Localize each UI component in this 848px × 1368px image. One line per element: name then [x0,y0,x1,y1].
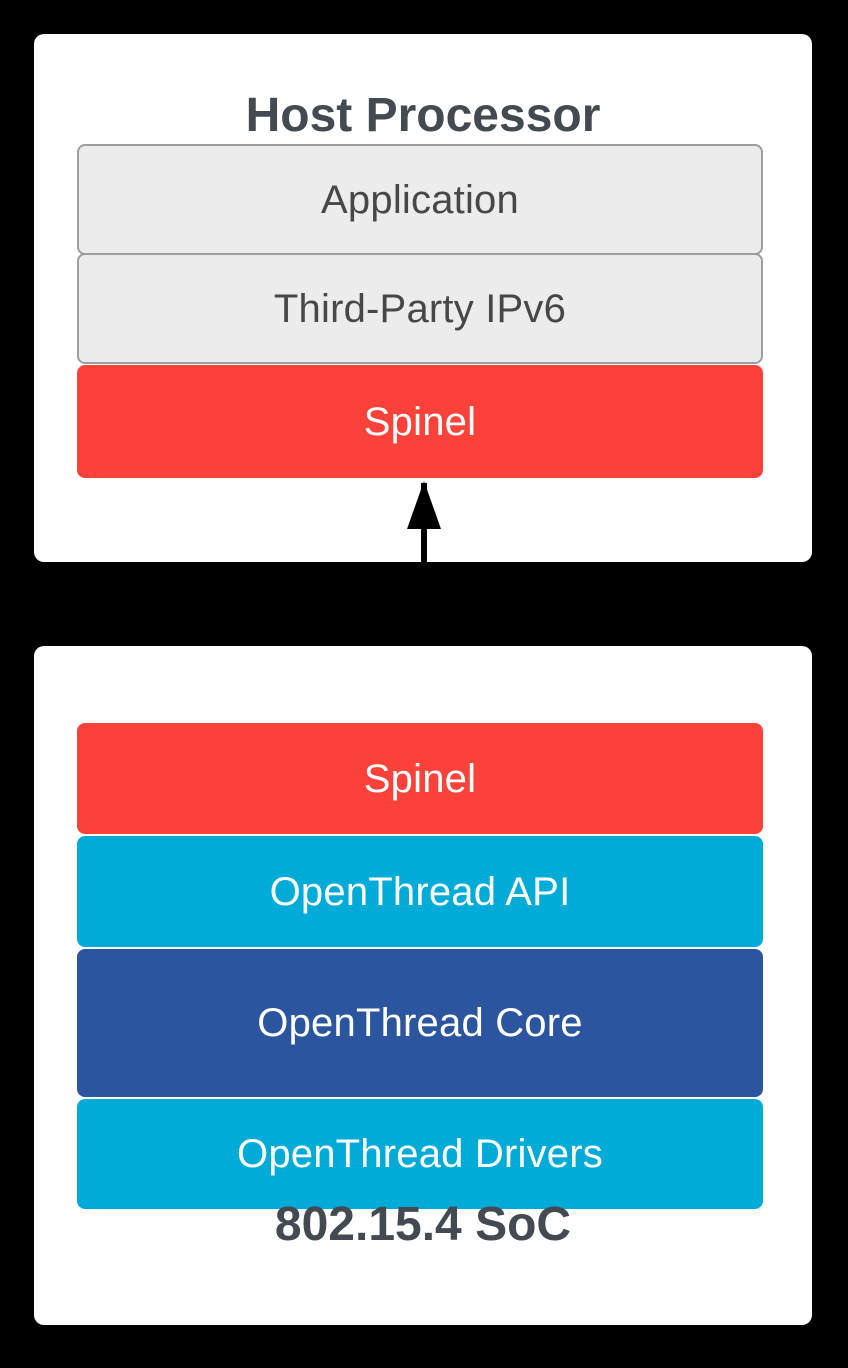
soc-card: Spinel OpenThread API OpenThread Core Op… [34,646,812,1325]
layer-openthread-api: OpenThread API [77,836,763,947]
layer-application: Application [77,144,763,255]
layer-openthread-core-label: OpenThread Core [257,1001,583,1045]
layer-third-party-ipv6: Third-Party IPv6 [77,253,763,364]
layer-soc-spinel-label: Spinel [363,756,477,801]
host-processor-card: Host Processor Application Third-Party I… [34,34,812,562]
layer-soc-spinel: Spinel [77,723,763,834]
host-processor-title: Host Processor [245,89,601,142]
layer-openthread-api-label: OpenThread API [269,869,571,914]
layer-openthread-core: OpenThread Core [77,949,763,1097]
layer-third-party-ipv6-label: Third-Party IPv6 [273,286,567,331]
layer-host-spinel: Spinel [77,365,763,478]
soc-title: 802.15.4 SoC [274,1198,572,1251]
layer-application-label: Application [321,177,519,222]
layer-openthread-drivers: OpenThread Drivers [77,1099,763,1209]
layer-host-spinel-label: Spinel [363,399,477,444]
layer-openthread-drivers-label: OpenThread Drivers [237,1132,603,1176]
